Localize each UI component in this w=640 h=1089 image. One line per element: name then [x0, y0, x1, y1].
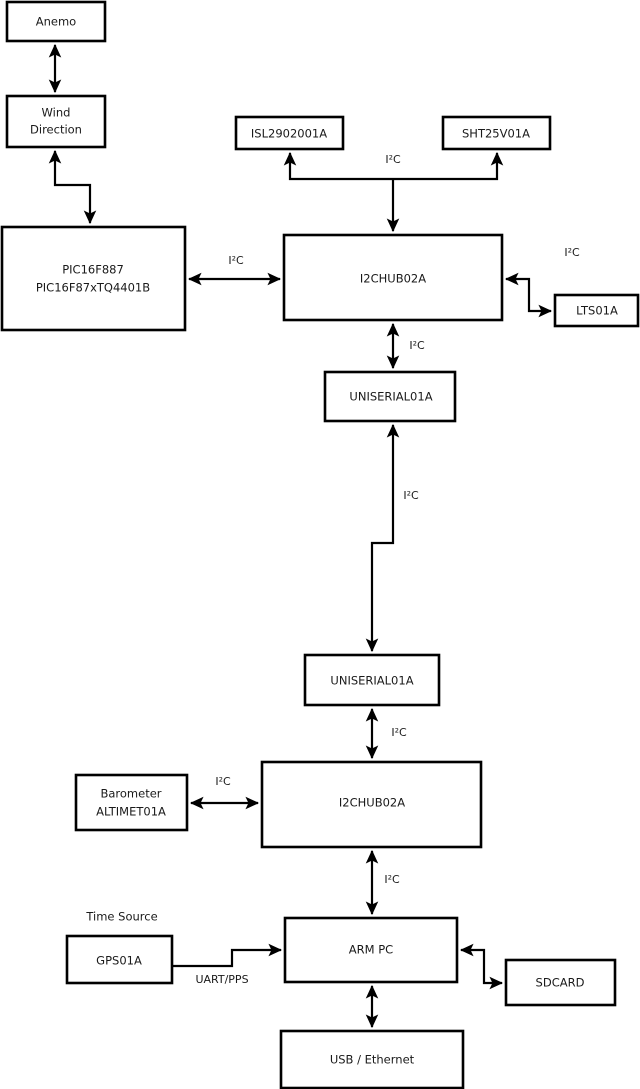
- node-isl2902001a[interactable]: ISL2902001A: [234, 115, 345, 151]
- node-i2chub02a-top[interactable]: I2CHUB02A: [282, 233, 504, 322]
- connection-wind-pic: [48, 149, 97, 225]
- free-labels-layer: Time Source: [85, 910, 157, 924]
- node-sht25v01a-label: SHT25V01A: [462, 127, 530, 141]
- node-i2chub02a-top-box[interactable]: [282, 233, 504, 322]
- connection-hub-lts: [504, 272, 553, 318]
- edge-label-i2c-uniserial-hub2: I²C: [391, 726, 407, 739]
- connections-layer: [48, 43, 553, 1029]
- node-gps01a[interactable]: GPS01A: [65, 934, 174, 985]
- node-lts01a-label: LTS01A: [576, 304, 618, 318]
- label-time-source: Time Source: [85, 910, 157, 924]
- node-sdcard-box[interactable]: [504, 958, 617, 1007]
- node-uniserial01a-top[interactable]: UNISERIAL01A: [323, 370, 457, 423]
- node-pic-mcu[interactable]: PIC16F887 PIC16F87xTQ4401B: [0, 225, 187, 332]
- node-isl2902001a-label: ISL2902001A: [251, 127, 327, 141]
- edge-label-i2c-pic-hub: I²C: [228, 254, 244, 267]
- node-gps01a-label: GPS01A: [96, 954, 142, 968]
- node-wind-direction-label-line1: Wind: [42, 106, 71, 120]
- node-uniserial01a-bottom-label: UNISERIAL01A: [330, 674, 413, 688]
- node-sht25v01a[interactable]: SHT25V01A: [441, 115, 552, 151]
- node-uniserial01a-top-box[interactable]: [323, 370, 457, 423]
- node-uniserial01a-bottom-box[interactable]: [303, 653, 441, 707]
- node-arm-pc[interactable]: ARM PC: [283, 916, 459, 984]
- node-barometer-altimet01a-label-line2: ALTIMET01A: [96, 805, 166, 819]
- node-wind-direction-box[interactable]: [5, 94, 107, 149]
- node-sdcard[interactable]: SDCARD: [504, 958, 617, 1007]
- node-anemo-box[interactable]: [5, 0, 107, 43]
- node-lts01a[interactable]: LTS01A: [553, 293, 640, 328]
- node-uniserial01a-bottom[interactable]: UNISERIAL01A: [303, 653, 441, 707]
- connection-uniserial-uniserial: [365, 423, 400, 653]
- edge-label-uart-pps: UART/PPS: [195, 973, 248, 986]
- connection-gps-armpc: [172, 943, 283, 968]
- node-sht25v01a-box[interactable]: [441, 115, 552, 151]
- node-anemo[interactable]: Anemo: [5, 0, 107, 43]
- node-i2chub02a-bottom-label: I2CHUB02A: [339, 796, 405, 810]
- node-barometer-altimet01a-label-line1: Barometer: [100, 787, 161, 801]
- node-arm-pc-label: ARM PC: [349, 943, 393, 957]
- node-usb-ethernet[interactable]: USB / Ethernet: [279, 1029, 465, 1089]
- node-usb-ethernet-box[interactable]: [279, 1029, 465, 1089]
- edge-label-i2c-hub2-armpc: I²C: [384, 873, 400, 886]
- node-pic-mcu-box[interactable]: [0, 225, 187, 332]
- node-sdcard-label: SDCARD: [536, 976, 585, 990]
- node-lts01a-box[interactable]: [553, 293, 640, 328]
- node-uniserial01a-top-label: UNISERIAL01A: [349, 390, 432, 404]
- edge-label-i2c-uniserial-link: I²C: [403, 489, 419, 502]
- node-i2chub02a-bottom[interactable]: I2CHUB02A: [260, 760, 483, 849]
- edge-labels-layer: I²C I²C I²C I²C I²C I²C I²C I²C UART/PPS: [195, 153, 580, 986]
- node-arm-pc-box[interactable]: [283, 916, 459, 984]
- node-usb-ethernet-label: USB / Ethernet: [330, 1053, 415, 1067]
- edge-label-i2c-hub-uniserial: I²C: [409, 339, 425, 352]
- node-anemo-label: Anemo: [36, 15, 76, 29]
- edge-label-i2c-top-bus: I²C: [385, 153, 401, 166]
- edge-label-i2c-baro-hub2: I²C: [215, 775, 231, 788]
- node-isl2902001a-box[interactable]: [234, 115, 345, 151]
- node-pic-mcu-label-line2: PIC16F87xTQ4401B: [36, 281, 150, 295]
- node-wind-direction-label-line2: Direction: [30, 123, 82, 137]
- node-pic-mcu-label-line1: PIC16F887: [62, 263, 124, 277]
- edge-label-i2c-hub-lts: I²C: [564, 246, 580, 259]
- node-barometer-altimet01a[interactable]: Barometer ALTIMET01A: [74, 773, 189, 832]
- node-gps01a-box[interactable]: [65, 934, 174, 985]
- connection-hub-isl-branch: [283, 151, 393, 181]
- node-barometer-altimet01a-box[interactable]: [74, 773, 189, 832]
- node-i2chub02a-bottom-box[interactable]: [260, 760, 483, 849]
- connection-armpc-sdcard: [459, 943, 504, 990]
- connection-hub-sht-branch: [393, 151, 504, 181]
- node-wind-direction[interactable]: Wind Direction: [5, 94, 107, 149]
- node-i2chub02a-top-label: I2CHUB02A: [360, 272, 426, 286]
